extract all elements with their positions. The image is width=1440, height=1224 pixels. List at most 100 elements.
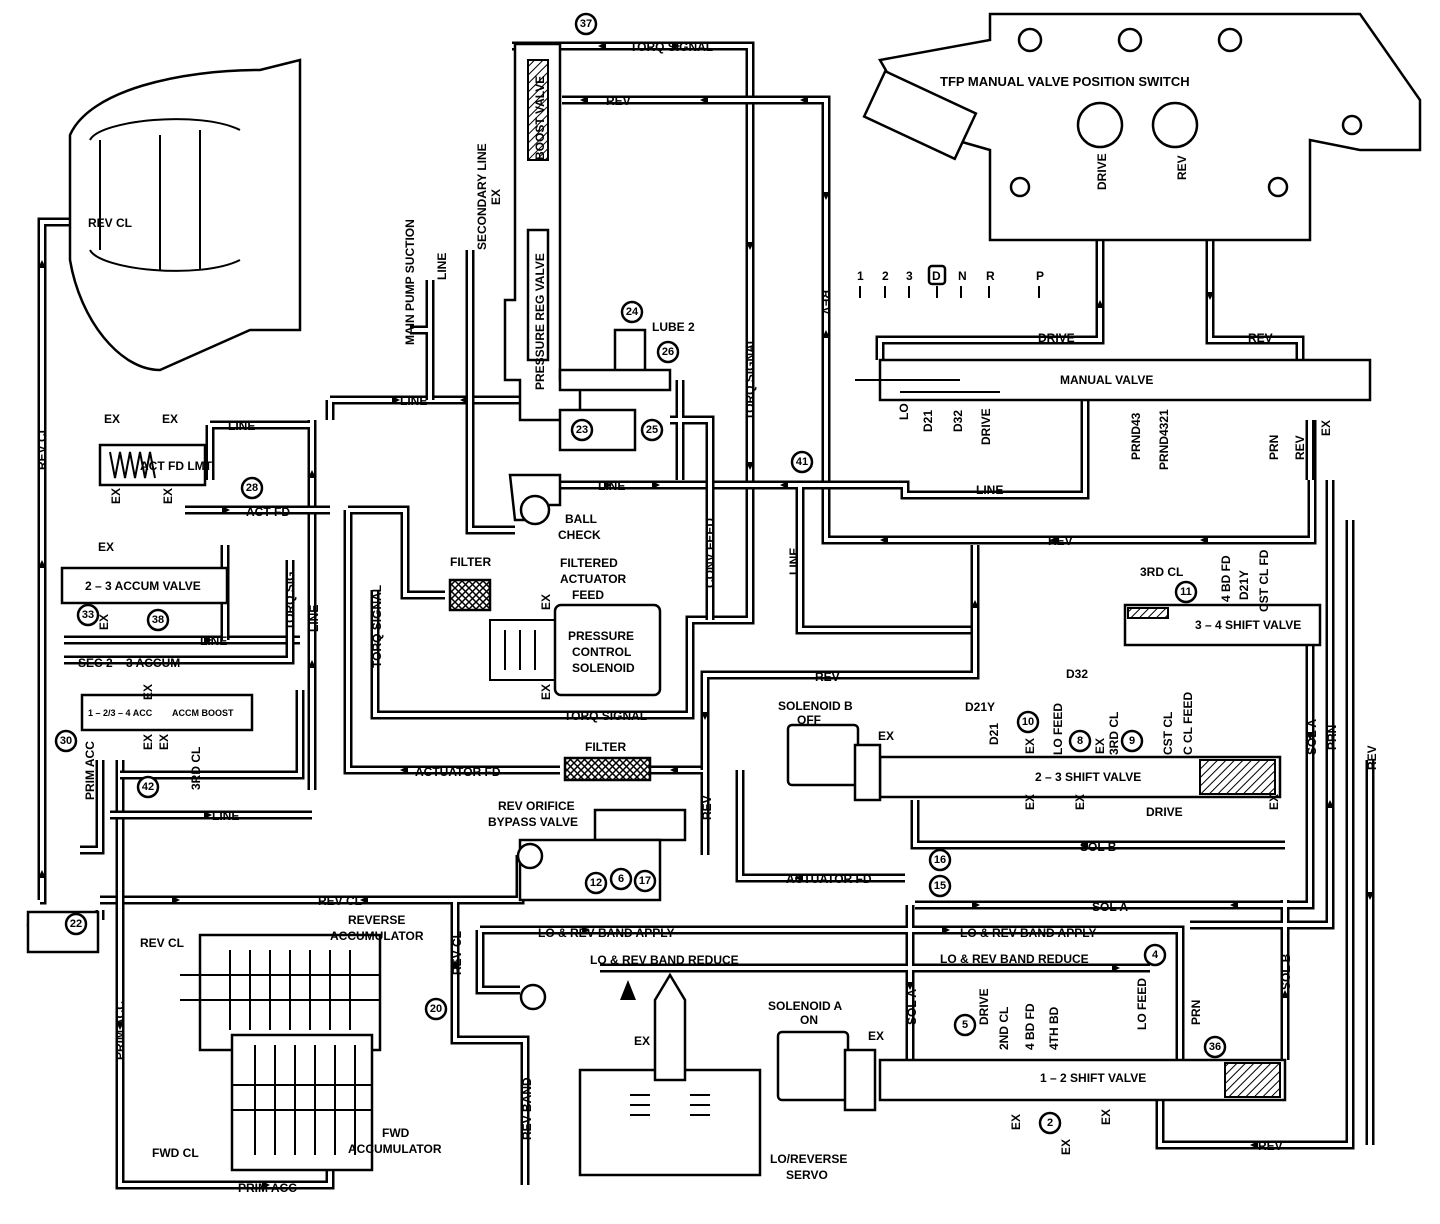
svg-text:EX: EX [1319, 420, 1333, 436]
svg-text:LO FEED: LO FEED [1135, 978, 1149, 1030]
svg-text:DRIVE: DRIVE [1095, 153, 1109, 190]
svg-text:REV: REV [1048, 534, 1073, 548]
svg-text:PRESSURE: PRESSURE [568, 629, 634, 643]
svg-text:ON: ON [800, 1013, 818, 1027]
svg-text:8: 8 [1077, 735, 1083, 747]
svg-text:4TH BD: 4TH BD [1047, 1006, 1061, 1050]
svg-text:15: 15 [934, 880, 946, 892]
svg-text:ACT FD LMT: ACT FD LMT [140, 459, 213, 473]
svg-text:SOLENOID B: SOLENOID B [778, 699, 853, 713]
svg-text:REV: REV [700, 795, 714, 820]
svg-text:2: 2 [1047, 1117, 1053, 1129]
svg-text:D32: D32 [951, 410, 965, 432]
svg-text:D: D [932, 269, 941, 283]
svg-text:4: 4 [1152, 949, 1159, 961]
svg-text:SEC 2 – 3 ACCUM: SEC 2 – 3 ACCUM [78, 656, 180, 670]
svg-text:6: 6 [618, 873, 624, 885]
svg-text:12: 12 [590, 877, 602, 889]
svg-text:ACCUMULATOR: ACCUMULATOR [330, 929, 424, 943]
svg-text:9: 9 [1129, 735, 1135, 747]
ball-check [519, 494, 551, 526]
svg-text:28: 28 [246, 482, 258, 494]
check-ball-16 [928, 848, 952, 872]
svg-text:EX: EX [161, 488, 175, 504]
svg-text:LO & REV BAND REDUCE: LO & REV BAND REDUCE [590, 953, 739, 967]
svg-text:REV CL: REV CL [450, 931, 464, 975]
svg-text:EX: EX [868, 1029, 884, 1043]
svg-text:LINE: LINE [200, 634, 227, 648]
svg-text:17: 17 [639, 875, 651, 887]
svg-text:PRND4321: PRND4321 [1157, 409, 1171, 470]
check-ball-37 [574, 12, 598, 36]
svg-text:LINE: LINE [787, 548, 801, 575]
check-ball-8 [1068, 729, 1092, 753]
tfp-switch-title: TFP MANUAL VALVE POSITION SWITCH [940, 74, 1190, 89]
svg-text:REV CL: REV CL [318, 894, 362, 908]
svg-text:ACT FD: ACT FD [246, 505, 290, 519]
svg-text:N: N [958, 269, 967, 283]
svg-text:SOL A: SOL A [905, 989, 919, 1025]
svg-text:D21: D21 [921, 410, 935, 432]
svg-text:PRIM ACC: PRIM ACC [238, 1181, 297, 1195]
svg-text:ACTUATOR: ACTUATOR [560, 572, 627, 586]
svg-text:11: 11 [1180, 586, 1192, 598]
svg-text:ACCM BOOST: ACCM BOOST [172, 708, 234, 718]
svg-text:REV: REV [1248, 331, 1273, 345]
svg-text:2 – 3 SHIFT VALVE: 2 – 3 SHIFT VALVE [1035, 770, 1141, 784]
svg-text:1: 1 [857, 269, 864, 283]
svg-text:EX: EX [878, 729, 894, 743]
svg-text:EX: EX [141, 734, 155, 750]
svg-text:D21Y: D21Y [965, 700, 995, 714]
svg-text:36: 36 [1209, 1041, 1221, 1053]
svg-text:1 – 2/3 – 4 ACC: 1 – 2/3 – 4 ACC [88, 708, 153, 718]
check-ball-33 [76, 603, 100, 627]
check-ball-24 [620, 300, 644, 324]
svg-text:EX: EX [98, 540, 114, 554]
svg-text:4 BD FD: 4 BD FD [1023, 1003, 1037, 1050]
circuit-labels: TORQ SIGNAL REV REV TORQ SIGNAL REV CL R… [35, 40, 1379, 1195]
svg-text:LINE: LINE [598, 479, 625, 493]
svg-text:TORQ SIGNAL: TORQ SIGNAL [630, 40, 713, 54]
svg-text:CST CL FD: CST CL FD [1257, 549, 1271, 612]
lo-reverse-servo-body [578, 1068, 762, 1177]
svg-text:BYPASS VALVE: BYPASS VALVE [488, 815, 578, 829]
svg-text:P: P [1036, 269, 1044, 283]
acc-1-2-3-4 [80, 693, 254, 732]
svg-text:LO & REV BAND REDUCE: LO & REV BAND REDUCE [940, 952, 1089, 966]
svg-text:FWD: FWD [382, 1126, 410, 1140]
svg-text:EX: EX [157, 734, 171, 750]
svg-text:5: 5 [962, 1019, 968, 1031]
svg-text:REVERSE: REVERSE [348, 913, 405, 927]
svg-text:TORQ SIG: TORQ SIG [283, 572, 297, 630]
check-ball-23 [570, 418, 594, 442]
svg-text:16: 16 [934, 854, 946, 866]
svg-text:LO FEED: LO FEED [1051, 703, 1065, 755]
check-ball-2 [1038, 1111, 1062, 1135]
svg-text:FILTERED: FILTERED [560, 556, 618, 570]
svg-text:42: 42 [142, 781, 154, 793]
solenoid-b [786, 723, 860, 787]
svg-text:D32: D32 [1066, 667, 1088, 681]
svg-text:LINE: LINE [228, 419, 255, 433]
svg-text:REV: REV [1365, 745, 1379, 770]
clutch-drum [68, 58, 302, 372]
check-ball-9 [1120, 729, 1144, 753]
svg-text:EX: EX [97, 614, 111, 630]
svg-text:DRIVE: DRIVE [977, 988, 991, 1025]
svg-text:SERVO: SERVO [786, 1168, 828, 1182]
svg-text:4 BD FD: 4 BD FD [1219, 555, 1233, 602]
svg-text:PRN: PRN [1189, 1000, 1203, 1025]
svg-text:FWD CL: FWD CL [152, 1146, 199, 1160]
passage-line-vertical [410, 250, 515, 535]
svg-text:EX: EX [104, 412, 120, 426]
svg-text:REV ORIFICE: REV ORIFICE [498, 799, 575, 813]
svg-text:SOL A: SOL A [1092, 900, 1128, 914]
svg-text:PRN: PRN [1267, 435, 1281, 460]
svg-text:3 – 4 SHIFT VALVE: 3 – 4 SHIFT VALVE [1195, 618, 1301, 632]
svg-text:41: 41 [796, 456, 808, 468]
check-ball-25 [640, 418, 664, 442]
svg-text:EX: EX [109, 488, 123, 504]
svg-text:EX: EX [1059, 1139, 1073, 1155]
svg-text:REV CL: REV CL [35, 426, 49, 470]
svg-text:BOOST VALVE: BOOST VALVE [533, 76, 547, 160]
